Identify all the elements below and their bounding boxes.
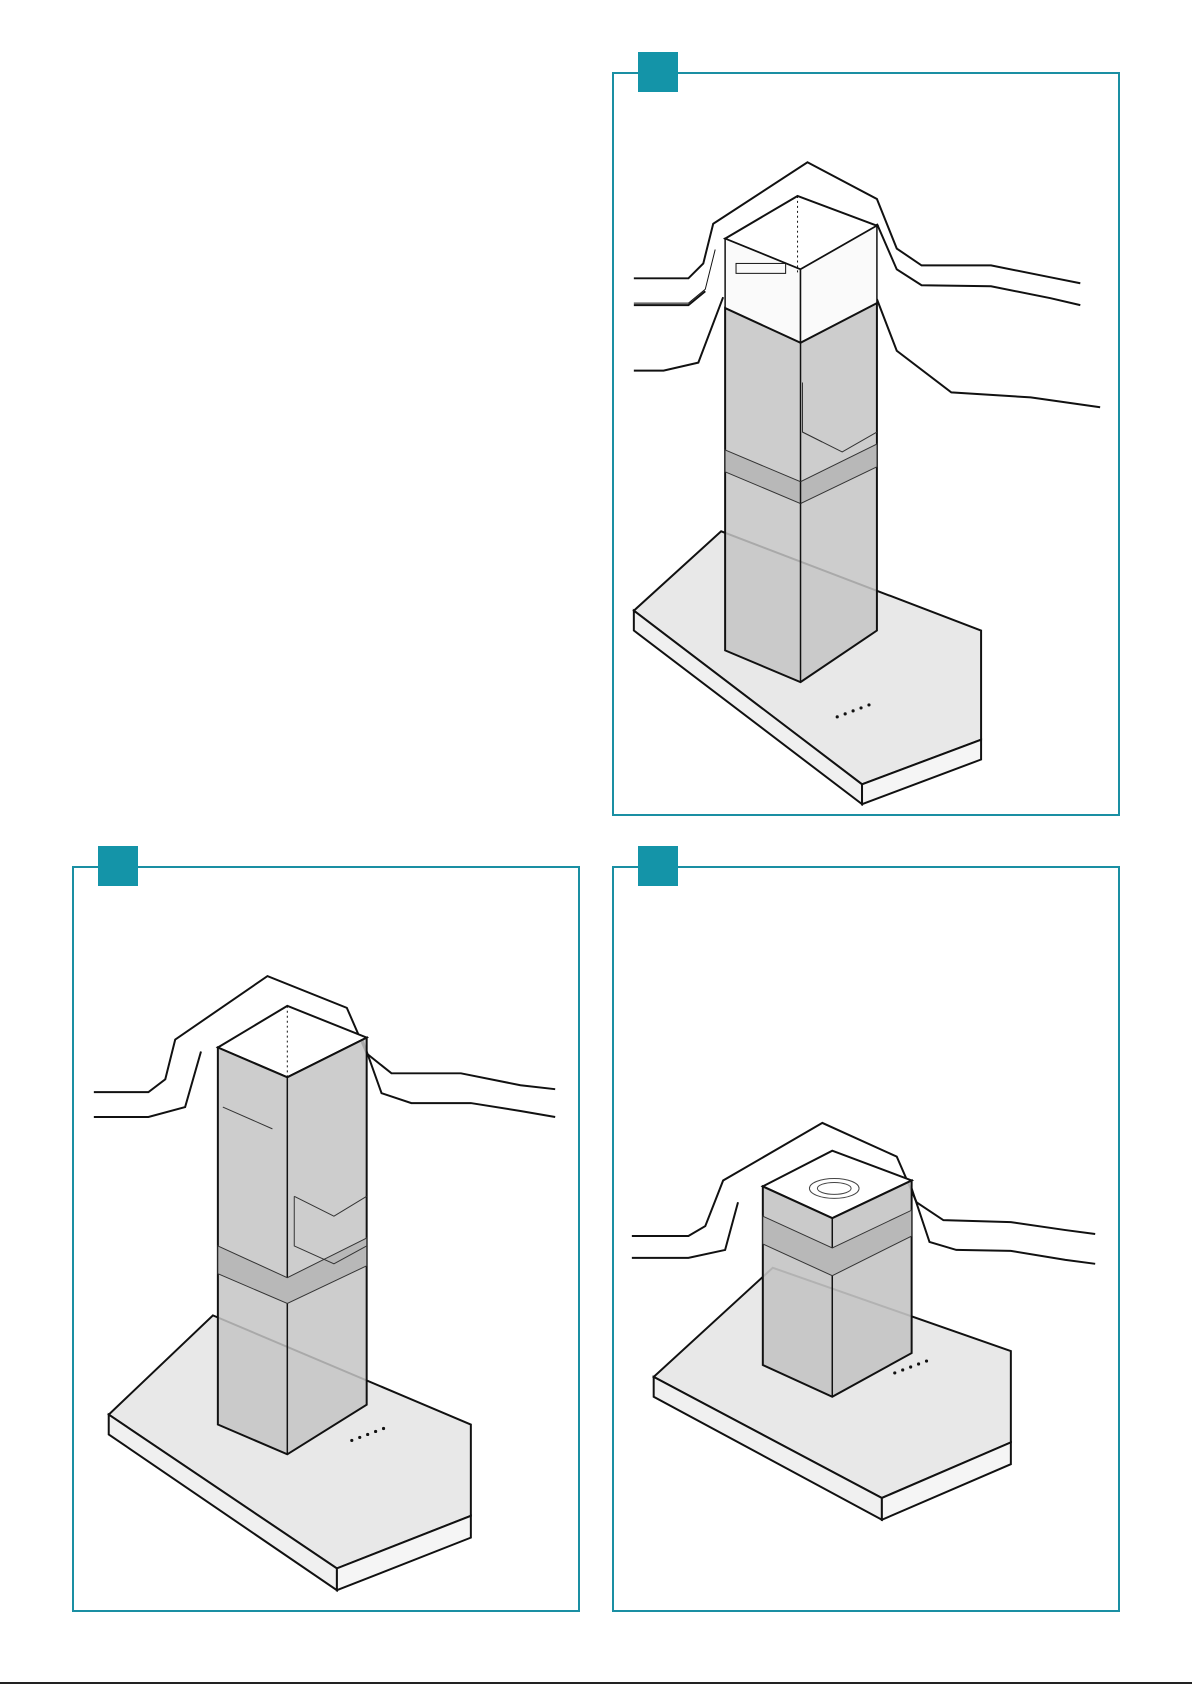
step-panel-bottom-left bbox=[72, 866, 580, 1612]
hood-diagram-extended bbox=[74, 868, 578, 1610]
step-panel-top-right bbox=[612, 72, 1120, 816]
hood-diagram-top bbox=[614, 74, 1118, 814]
hood-diagram-short bbox=[614, 868, 1118, 1610]
footer-rule bbox=[0, 1682, 1192, 1684]
step-panel-bottom-right bbox=[612, 866, 1120, 1612]
